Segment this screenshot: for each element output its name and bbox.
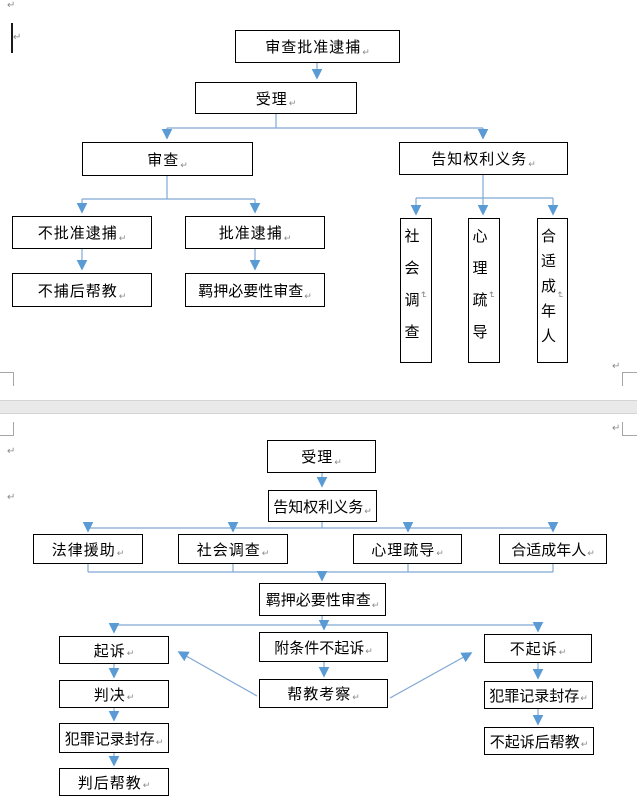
node-conditional-nonprosecution[interactable]: 附条件不起诉↵ <box>259 632 388 662</box>
node-review-approve-arrest[interactable]: 审查批准逮捕↵ <box>235 30 400 63</box>
node-label: 不捕后帮教 <box>37 282 118 300</box>
node-label: 心理疏导 <box>371 541 436 559</box>
paragraph-mark: ↵ <box>116 548 125 558</box>
node-label: 判决 <box>93 686 126 704</box>
paragraph-mark: ↵ <box>362 47 370 57</box>
node-label: 附条件不起诉 <box>274 639 365 657</box>
node-review[interactable]: 审查↵ <box>82 142 253 176</box>
node-inform-rights-2[interactable]: 告知权利义务↵ <box>268 490 377 522</box>
node-label: 起诉 <box>93 642 126 660</box>
paragraph-mark: ↵ <box>486 291 497 299</box>
paragraph-mark: ↵ <box>142 780 151 790</box>
node-appropriate-adult-vertical[interactable]: 合适成年人↵ <box>537 218 568 363</box>
paragraph-mark: ↵ <box>558 647 567 657</box>
paragraph-mark: ↵ <box>528 159 536 169</box>
paragraph-mark: ↵ <box>352 692 360 702</box>
paragraph-mark: ↵ <box>126 648 135 658</box>
paragraph-mark: ↵ <box>7 446 16 457</box>
node-psychological-counseling-2[interactable]: 心理疏导↵ <box>353 534 462 564</box>
node-label: 合适成年人 <box>511 541 587 559</box>
node-help-education-inspection[interactable]: 帮教考察↵ <box>259 679 388 708</box>
node-detention-necessity-review-2[interactable]: 羁押必要性审查↵ <box>259 583 386 616</box>
node-label: 受理 <box>301 449 334 466</box>
paragraph-mark: ↵ <box>555 291 565 299</box>
paragraph-mark: ↵ <box>7 492 16 503</box>
node-label: 心理疏导 <box>470 228 488 356</box>
node-label: 告知权利义务 <box>431 151 528 168</box>
paragraph-mark: ↵ <box>587 548 595 558</box>
page1-bottom-left-crop-mark <box>0 372 14 386</box>
paragraph-mark: ↵ <box>155 737 164 747</box>
node-post-nonprosecution-help[interactable]: 不起诉后帮教↵ <box>484 727 594 755</box>
node-label: 不起诉 <box>509 641 558 658</box>
node-approve-arrest[interactable]: 批准逮捕↵ <box>185 216 325 249</box>
paragraph-mark: ↵ <box>580 739 589 749</box>
node-inform-rights-1[interactable]: 告知权利义务↵ <box>399 142 568 175</box>
node-label: 羁押必要性审查 <box>265 592 371 609</box>
paragraph-mark: ↵ <box>365 646 373 656</box>
node-detention-necessity-review-1[interactable]: 羁押必要性审查↵ <box>185 273 325 307</box>
node-label: 社会调查 <box>196 541 261 559</box>
paragraph-mark: ↵ <box>118 233 127 243</box>
node-social-investigation-2[interactable]: 社会调查↵ <box>178 534 288 564</box>
node-label: 犯罪记录封存 <box>489 687 580 705</box>
paragraph-mark: ↵ <box>612 423 621 434</box>
paragraph-mark: ↵ <box>334 457 342 467</box>
node-label: 不批准逮捕 <box>37 225 118 242</box>
paragraph-mark: ↵ <box>261 548 270 558</box>
node-label: 批准逮捕 <box>218 225 283 242</box>
paragraph-mark: ↵ <box>288 98 297 108</box>
paragraph-mark: ↵ <box>371 600 380 610</box>
node-label: 法律援助 <box>51 541 116 559</box>
paragraph-mark: ↵ <box>118 291 127 301</box>
paragraph-mark: ↵ <box>612 361 621 372</box>
paragraph-mark: ↵ <box>580 693 588 703</box>
page-break-band <box>0 400 637 414</box>
node-accept-1[interactable]: 受理↵ <box>195 82 357 114</box>
paragraph-mark: ↵ <box>364 506 372 516</box>
text-cursor <box>11 23 13 53</box>
node-label: 审查 <box>147 151 180 169</box>
page1-bottom-right-crop-mark <box>622 372 637 386</box>
node-post-judgment-help[interactable]: 判后帮教↵ <box>59 768 169 796</box>
node-judgment[interactable]: 判决↵ <box>59 680 169 708</box>
node-accept-2[interactable]: 受理↵ <box>267 440 376 473</box>
node-psychological-counseling-vertical[interactable]: 心理疏导↵ <box>468 218 500 363</box>
node-social-investigation-vertical[interactable]: 社会调查↵ <box>400 218 432 363</box>
node-criminal-record-seal-right[interactable]: 犯罪记录封存↵ <box>484 681 593 709</box>
paragraph-mark: ↵ <box>13 32 22 43</box>
paragraph-mark: ↵ <box>304 291 312 301</box>
node-label: 合适成年人 <box>539 228 556 353</box>
paragraph-mark: ↵ <box>126 692 135 702</box>
paragraph-mark: ↵ <box>283 233 292 243</box>
node-label: 受理 <box>255 90 288 108</box>
node-prosecute[interactable]: 起诉↵ <box>59 636 169 664</box>
node-post-nonarrest-help[interactable]: 不捕后帮教↵ <box>12 273 152 307</box>
node-label: 告知权利义务 <box>273 498 364 516</box>
paragraph-mark: ↵ <box>7 0 16 11</box>
node-disapprove-arrest[interactable]: 不批准逮捕↵ <box>12 216 152 249</box>
paragraph-mark: ↵ <box>418 291 429 299</box>
node-label: 犯罪记录封存 <box>64 730 155 748</box>
node-label: 帮教考察 <box>287 686 352 703</box>
node-nonprosecution[interactable]: 不起诉↵ <box>484 634 592 663</box>
node-label: 不起诉后帮教 <box>489 733 580 751</box>
paragraph-mark: ↵ <box>180 160 188 170</box>
node-legal-aid[interactable]: 法律援助↵ <box>33 534 143 564</box>
node-label: 审查批准逮捕 <box>265 39 362 56</box>
node-criminal-record-seal-left[interactable]: 犯罪记录封存↵ <box>59 723 169 753</box>
node-label: 羁押必要性审查 <box>198 282 304 300</box>
node-label: 判后帮教 <box>77 774 142 792</box>
node-appropriate-adult-2[interactable]: 合适成年人↵ <box>499 534 607 564</box>
page2-top-left-crop-mark <box>0 422 14 436</box>
page2-top-right-crop-mark <box>622 422 637 436</box>
node-label: 社会调查 <box>402 228 420 356</box>
paragraph-mark: ↵ <box>436 548 444 558</box>
